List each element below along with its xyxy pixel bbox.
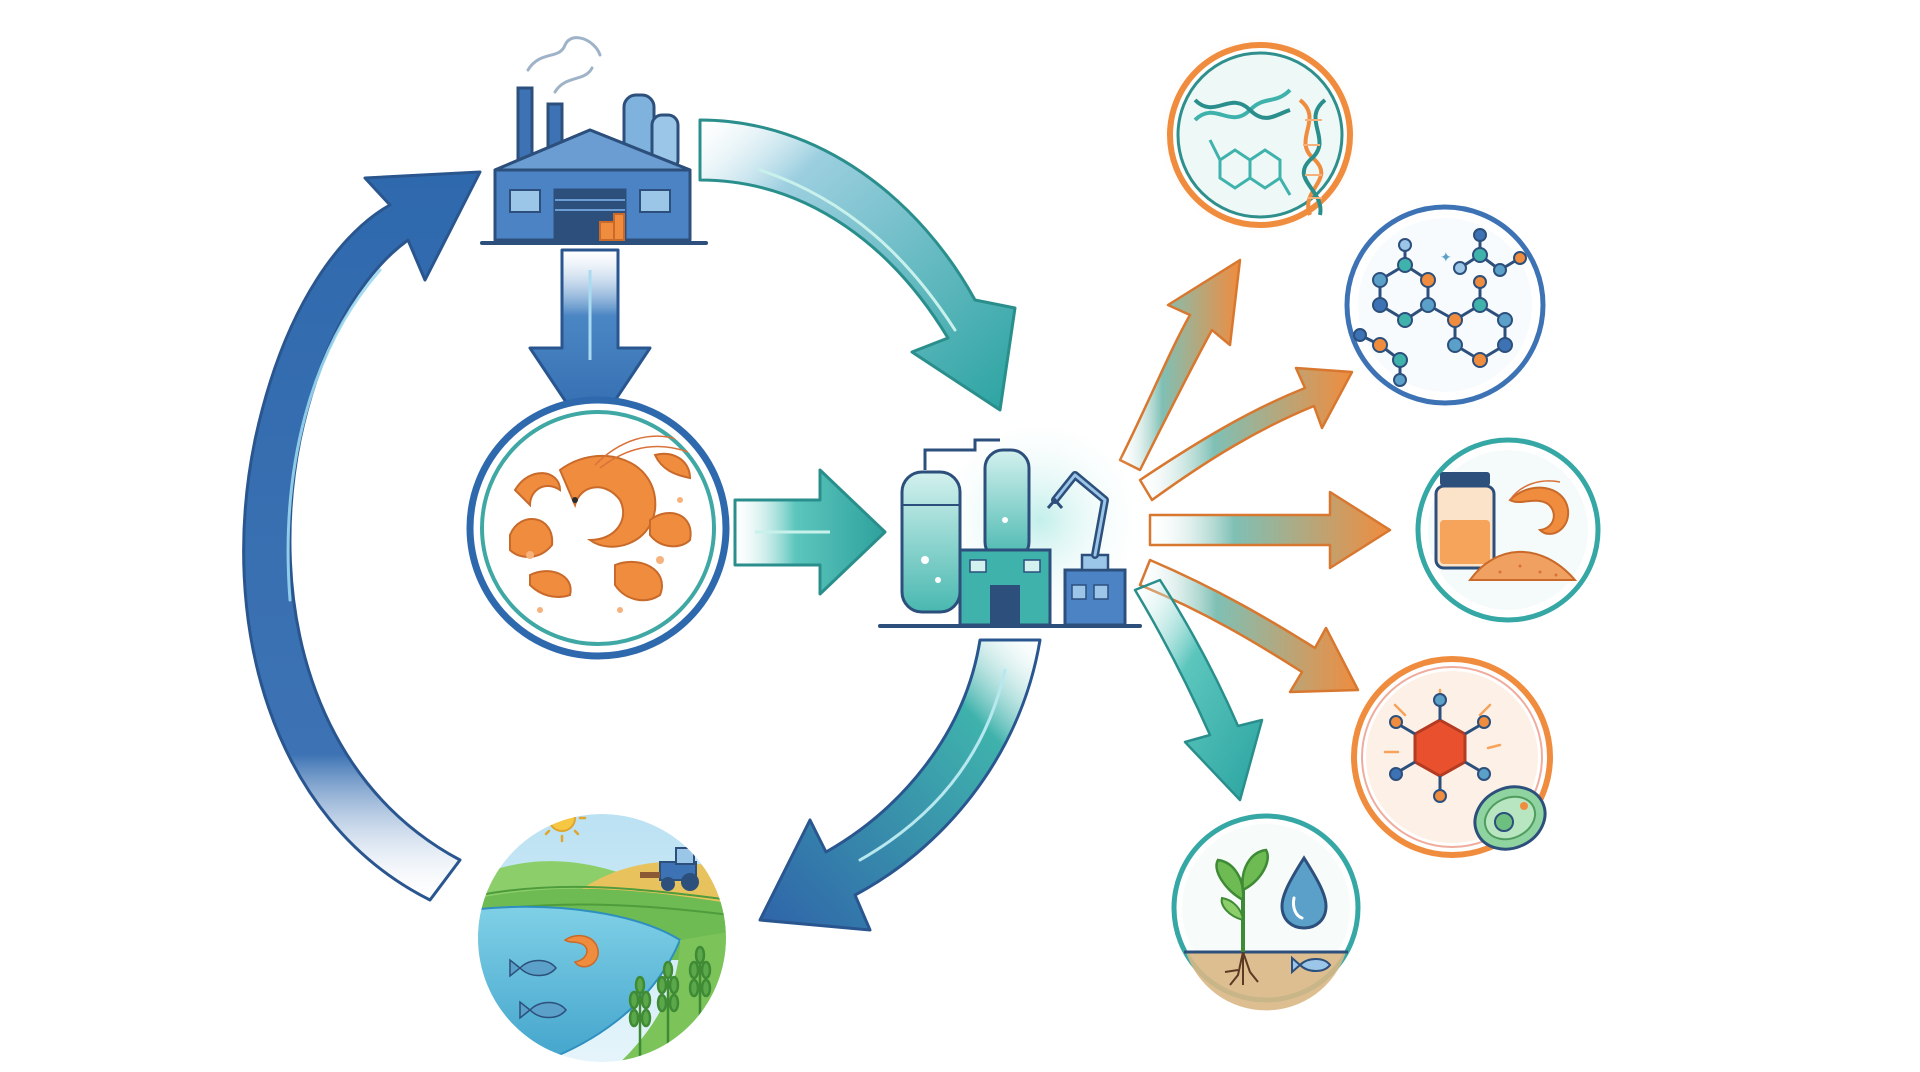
arrow-to-chemicals [1138,366,1354,502]
molecule-network-icon: ✦ [1353,228,1527,387]
shrimp-waste-node [466,396,730,660]
fish-icon [509,958,567,1020]
top-arc-arrow [698,118,1017,412]
plant-water-icon [1184,848,1348,1011]
sparkle-icon: ✦ [1440,250,1452,266]
astaxanthin-cell-icon [1383,688,1547,851]
biorefinery-node [878,410,1150,630]
landscape-icon [478,814,726,1062]
biorefinery-icon [878,438,1142,628]
dna-molecule-icon [1193,88,1327,216]
bottom-arc-arrow [758,638,1042,932]
product-biopolymers [1158,33,1362,237]
arrow-to-nutrition [1148,490,1392,570]
product-pharmaceuticals [1351,656,1553,858]
product-chemicals: ✦ [1344,204,1546,406]
arrow-to-agriculture [1133,578,1264,802]
aquaculture-farm-node [470,806,734,1070]
left-return-arrow [242,170,482,902]
tractor-icon [640,847,699,891]
arrow-to-biopolymers [1118,258,1242,472]
arrow-to-pharmaceuticals [1138,558,1360,694]
factory-icon [480,36,708,245]
product-nutrition [1415,437,1601,623]
product-agriculture [1171,813,1361,1011]
jar-powder-icon [1434,472,1578,581]
shrimp-icon [509,435,692,613]
flow-arrows [242,118,1392,932]
